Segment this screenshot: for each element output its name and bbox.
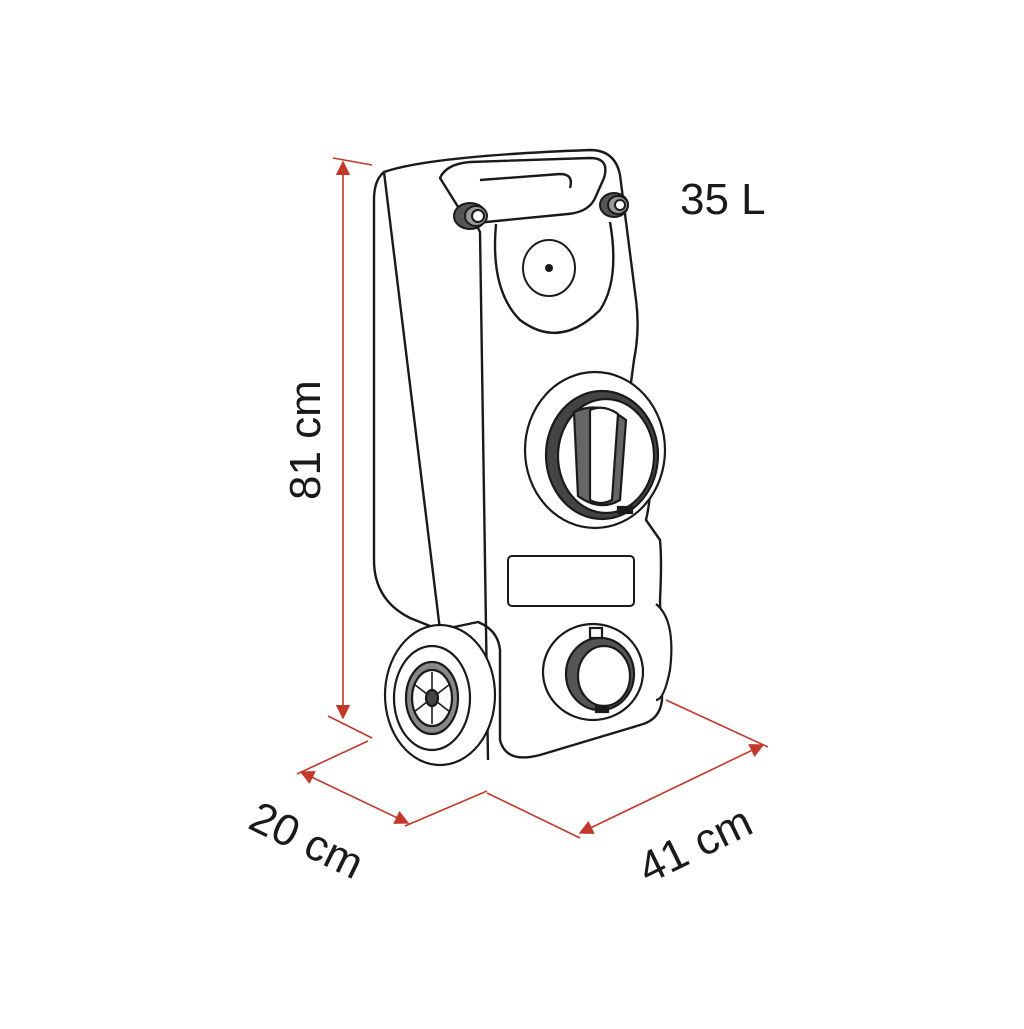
volume-label: 35 L <box>680 175 766 224</box>
left-vent-fitting <box>453 202 488 230</box>
left-wheel <box>383 623 497 767</box>
width-dimension-line <box>578 744 765 834</box>
height-label: 81 cm <box>281 380 330 500</box>
right-wheel <box>655 603 673 702</box>
top-fittings <box>453 192 629 297</box>
depth-ext-right <box>404 790 488 827</box>
label-plate <box>507 555 635 607</box>
drain-valve <box>541 622 645 722</box>
dimension-lines <box>296 157 769 839</box>
depth-dimension-line <box>299 771 410 824</box>
height-ext-bottom <box>327 715 373 739</box>
top-recess <box>493 221 615 334</box>
width-ext-right <box>665 699 769 748</box>
height-ext-top <box>332 157 373 166</box>
depth-ext-left <box>296 740 369 775</box>
middle-cap <box>523 370 667 530</box>
width-ext-left <box>486 792 581 839</box>
top-cap <box>522 239 576 297</box>
right-vent-fitting <box>599 192 629 218</box>
handle-grip <box>479 172 573 189</box>
